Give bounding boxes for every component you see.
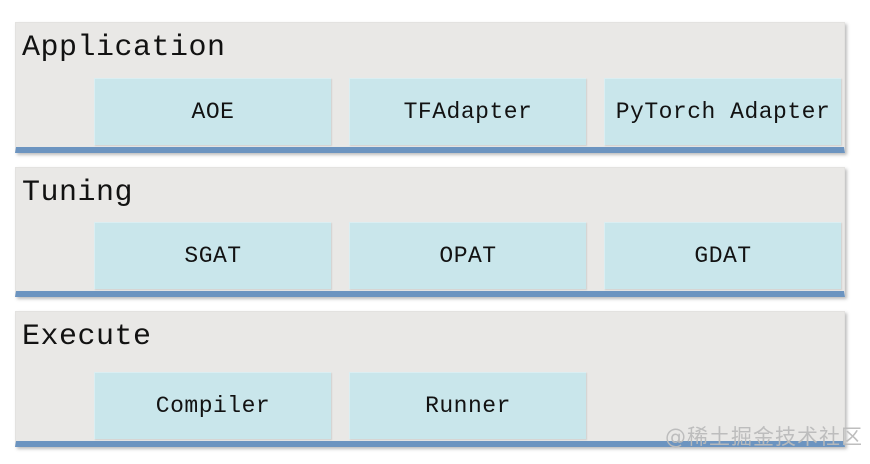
module-sgat: SGAT	[94, 222, 331, 289]
layer-tuning-title: Tuning	[22, 176, 134, 210]
layer-execute-title: Execute	[22, 320, 152, 354]
layer-execute-box-row: Compiler Runner	[94, 372, 586, 439]
module-aoe: AOE	[94, 78, 331, 145]
module-compiler-label: Compiler	[155, 393, 271, 419]
module-tfadapter-label: TFAdapter	[403, 99, 533, 125]
module-sgat-label: SGAT	[184, 243, 242, 269]
layer-application-title: Application	[22, 31, 226, 65]
layer-application-box-row: AOE TFAdapter PyTorch Adapter	[94, 78, 841, 145]
layer-execute: Execute Compiler Runner	[15, 311, 845, 447]
module-compiler: Compiler	[94, 372, 331, 439]
module-aoe-label: AOE	[191, 99, 235, 125]
module-opat: OPAT	[349, 222, 586, 289]
layer-application: Application AOE TFAdapter PyTorch Adapte…	[15, 22, 845, 153]
module-opat-label: OPAT	[439, 243, 497, 269]
watermark: @稀土掘金技术社区	[665, 425, 863, 449]
module-pytorch-adapter: PyTorch Adapter	[604, 78, 841, 145]
layer-tuning: Tuning SGAT OPAT GDAT	[15, 167, 845, 297]
module-tfadapter: TFAdapter	[349, 78, 586, 145]
module-runner: Runner	[349, 372, 586, 439]
layer-tuning-box-row: SGAT OPAT GDAT	[94, 222, 841, 289]
module-gdat: GDAT	[604, 222, 841, 289]
module-runner-label: Runner	[425, 393, 511, 419]
module-pytorch-adapter-label: PyTorch Adapter	[615, 99, 831, 125]
module-gdat-label: GDAT	[694, 243, 752, 269]
